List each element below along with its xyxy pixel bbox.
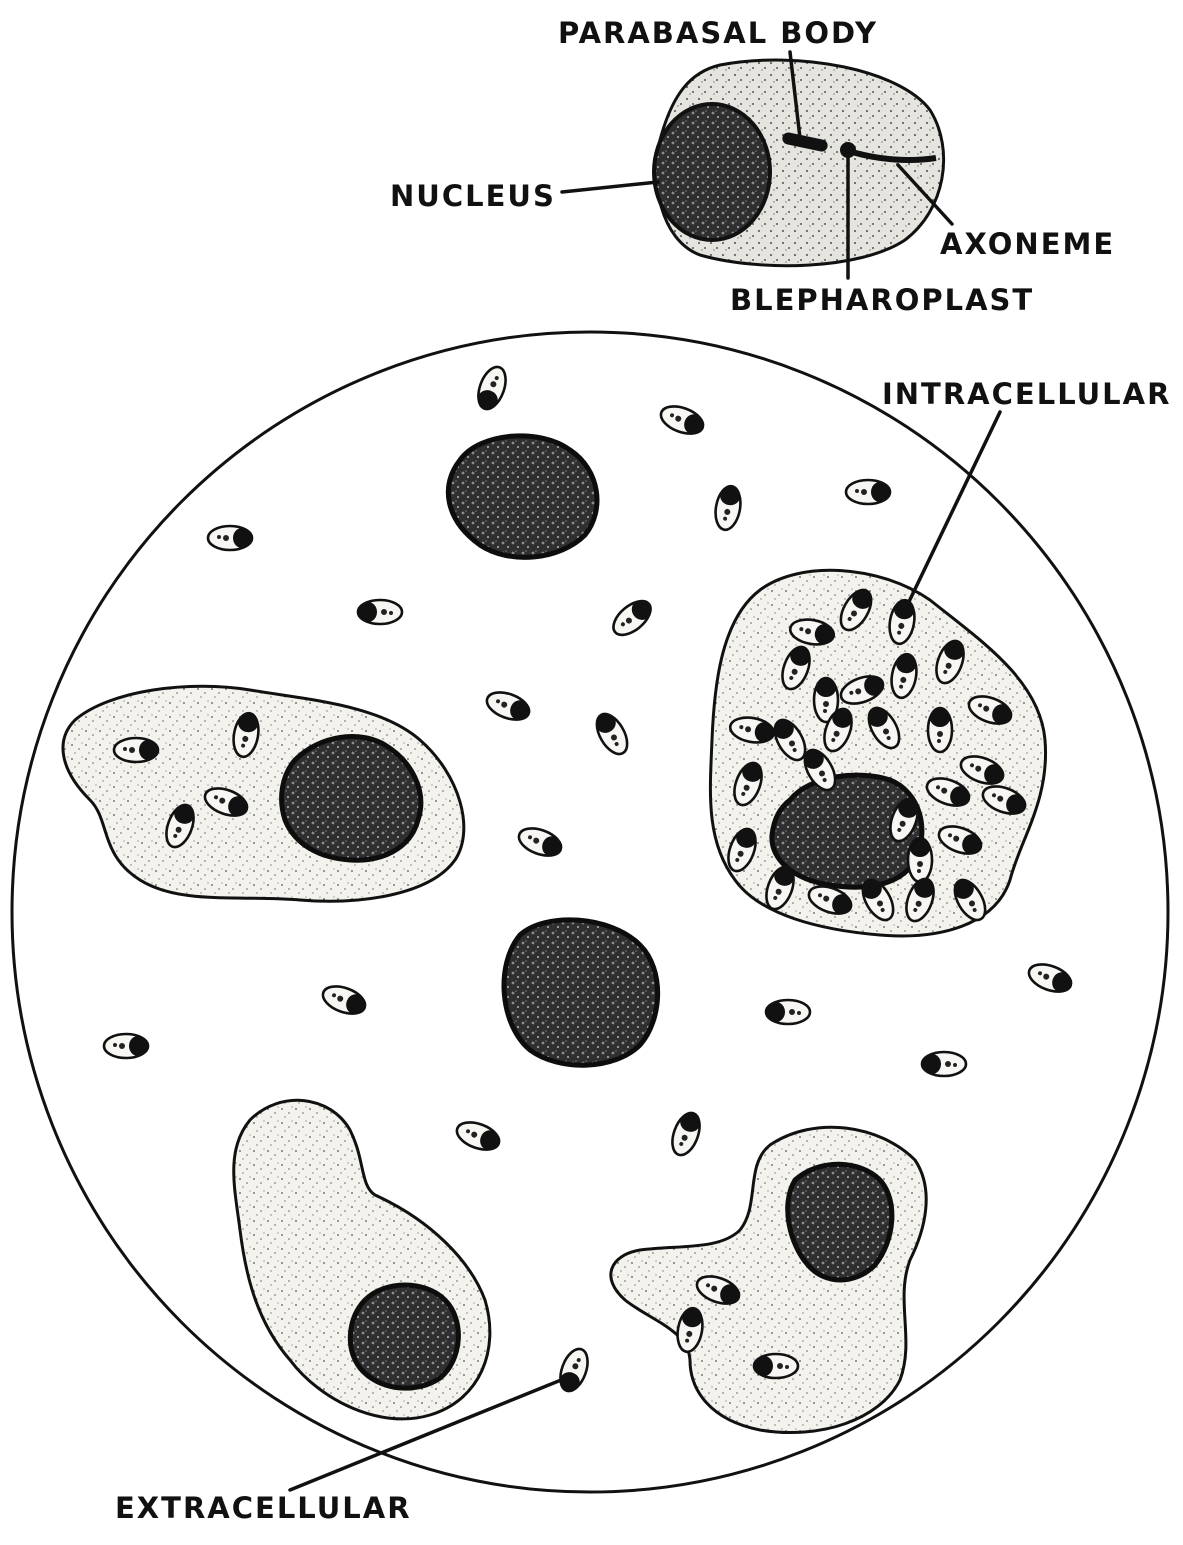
intracellular-parasite	[114, 738, 158, 762]
label-axoneme: AXONEME	[940, 227, 1115, 261]
intracellular-parasite	[908, 838, 932, 882]
free-nucleus-center	[504, 920, 658, 1065]
extracellular-parasite	[846, 480, 890, 504]
extracellular-parasite	[104, 1034, 148, 1058]
intracellular-parasite	[928, 708, 952, 752]
extracellular-parasite	[922, 1052, 966, 1076]
macrophage-left-nucleus	[282, 737, 421, 861]
detail-nucleus	[654, 104, 770, 240]
macrophage-lower-left-nucleus	[350, 1285, 458, 1388]
label-blepharoplast: BLEPHAROPLAST	[730, 283, 1034, 317]
macrophage-lower-right-nucleus	[788, 1164, 892, 1280]
label-parabasal-body: PARABASAL BODY	[558, 16, 878, 50]
extracellular-parasite	[208, 526, 252, 550]
label-intracellular: INTRACELLULAR	[882, 377, 1171, 411]
extracellular-parasite	[358, 600, 402, 624]
extracellular-parasite	[766, 1000, 810, 1024]
free-nucleus-top	[448, 436, 597, 557]
leader-nucleus	[562, 182, 658, 192]
label-extracellular: EXTRACELLULAR	[115, 1491, 412, 1525]
intracellular-parasite	[754, 1354, 798, 1378]
label-nucleus: NUCLEUS	[390, 179, 556, 213]
detail-parasite	[654, 60, 944, 266]
